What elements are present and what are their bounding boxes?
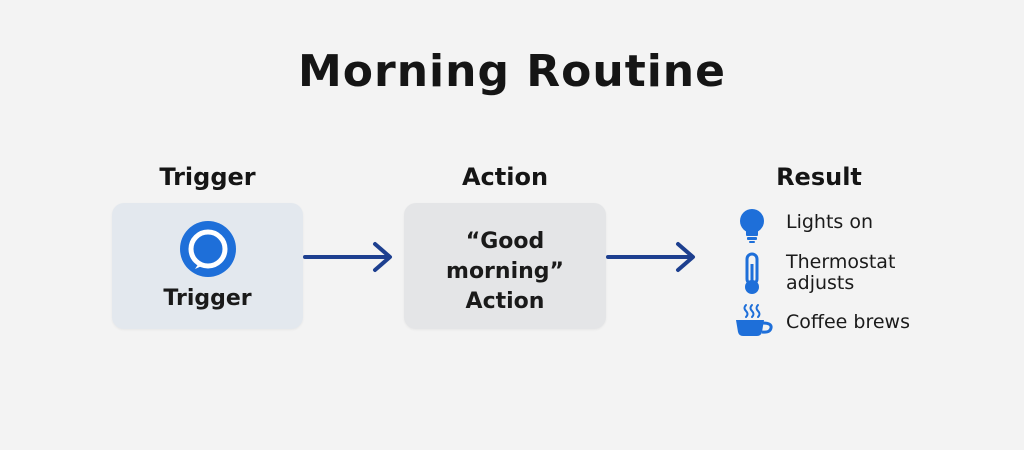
voice-assistant-ring-icon — [180, 221, 236, 277]
thermometer-icon — [745, 252, 759, 294]
action-label-line-3: Action — [465, 289, 545, 314]
result-text-thermostat: Thermostat adjusts — [786, 252, 895, 294]
action-label-line-2: morning” — [446, 259, 564, 284]
trigger-box: Trigger — [112, 203, 303, 329]
action-label-line-1: “Good — [465, 229, 545, 254]
result-text-coffee: Coffee brews — [786, 312, 910, 333]
lightbulb-icon — [740, 209, 764, 243]
result-line: Lights on — [786, 211, 874, 233]
result-text-lights: Lights on — [786, 212, 873, 233]
action-heading: Action — [461, 163, 549, 191]
action-box: “Good morning” Action — [404, 203, 606, 329]
result-item-thermostat: Thermostat adjusts — [734, 250, 1014, 300]
result-heading: Result — [776, 163, 862, 191]
result-line: adjusts — [786, 272, 855, 294]
arrow-right-icon — [606, 242, 695, 272]
result-item-coffee: Coffee brews — [734, 302, 1014, 342]
trigger-box-label: Trigger — [163, 286, 252, 311]
arrow-right-icon — [303, 242, 392, 272]
result-item-lights: Lights on — [734, 206, 1014, 246]
diagram-title: Morning Routine — [298, 46, 726, 97]
trigger-heading: Trigger — [159, 163, 256, 191]
result-line: Thermostat — [786, 251, 896, 273]
action-box-label: “Good morning” Action — [404, 227, 606, 317]
result-line: Coffee brews — [786, 311, 910, 333]
coffee-cup-icon — [736, 304, 773, 336]
